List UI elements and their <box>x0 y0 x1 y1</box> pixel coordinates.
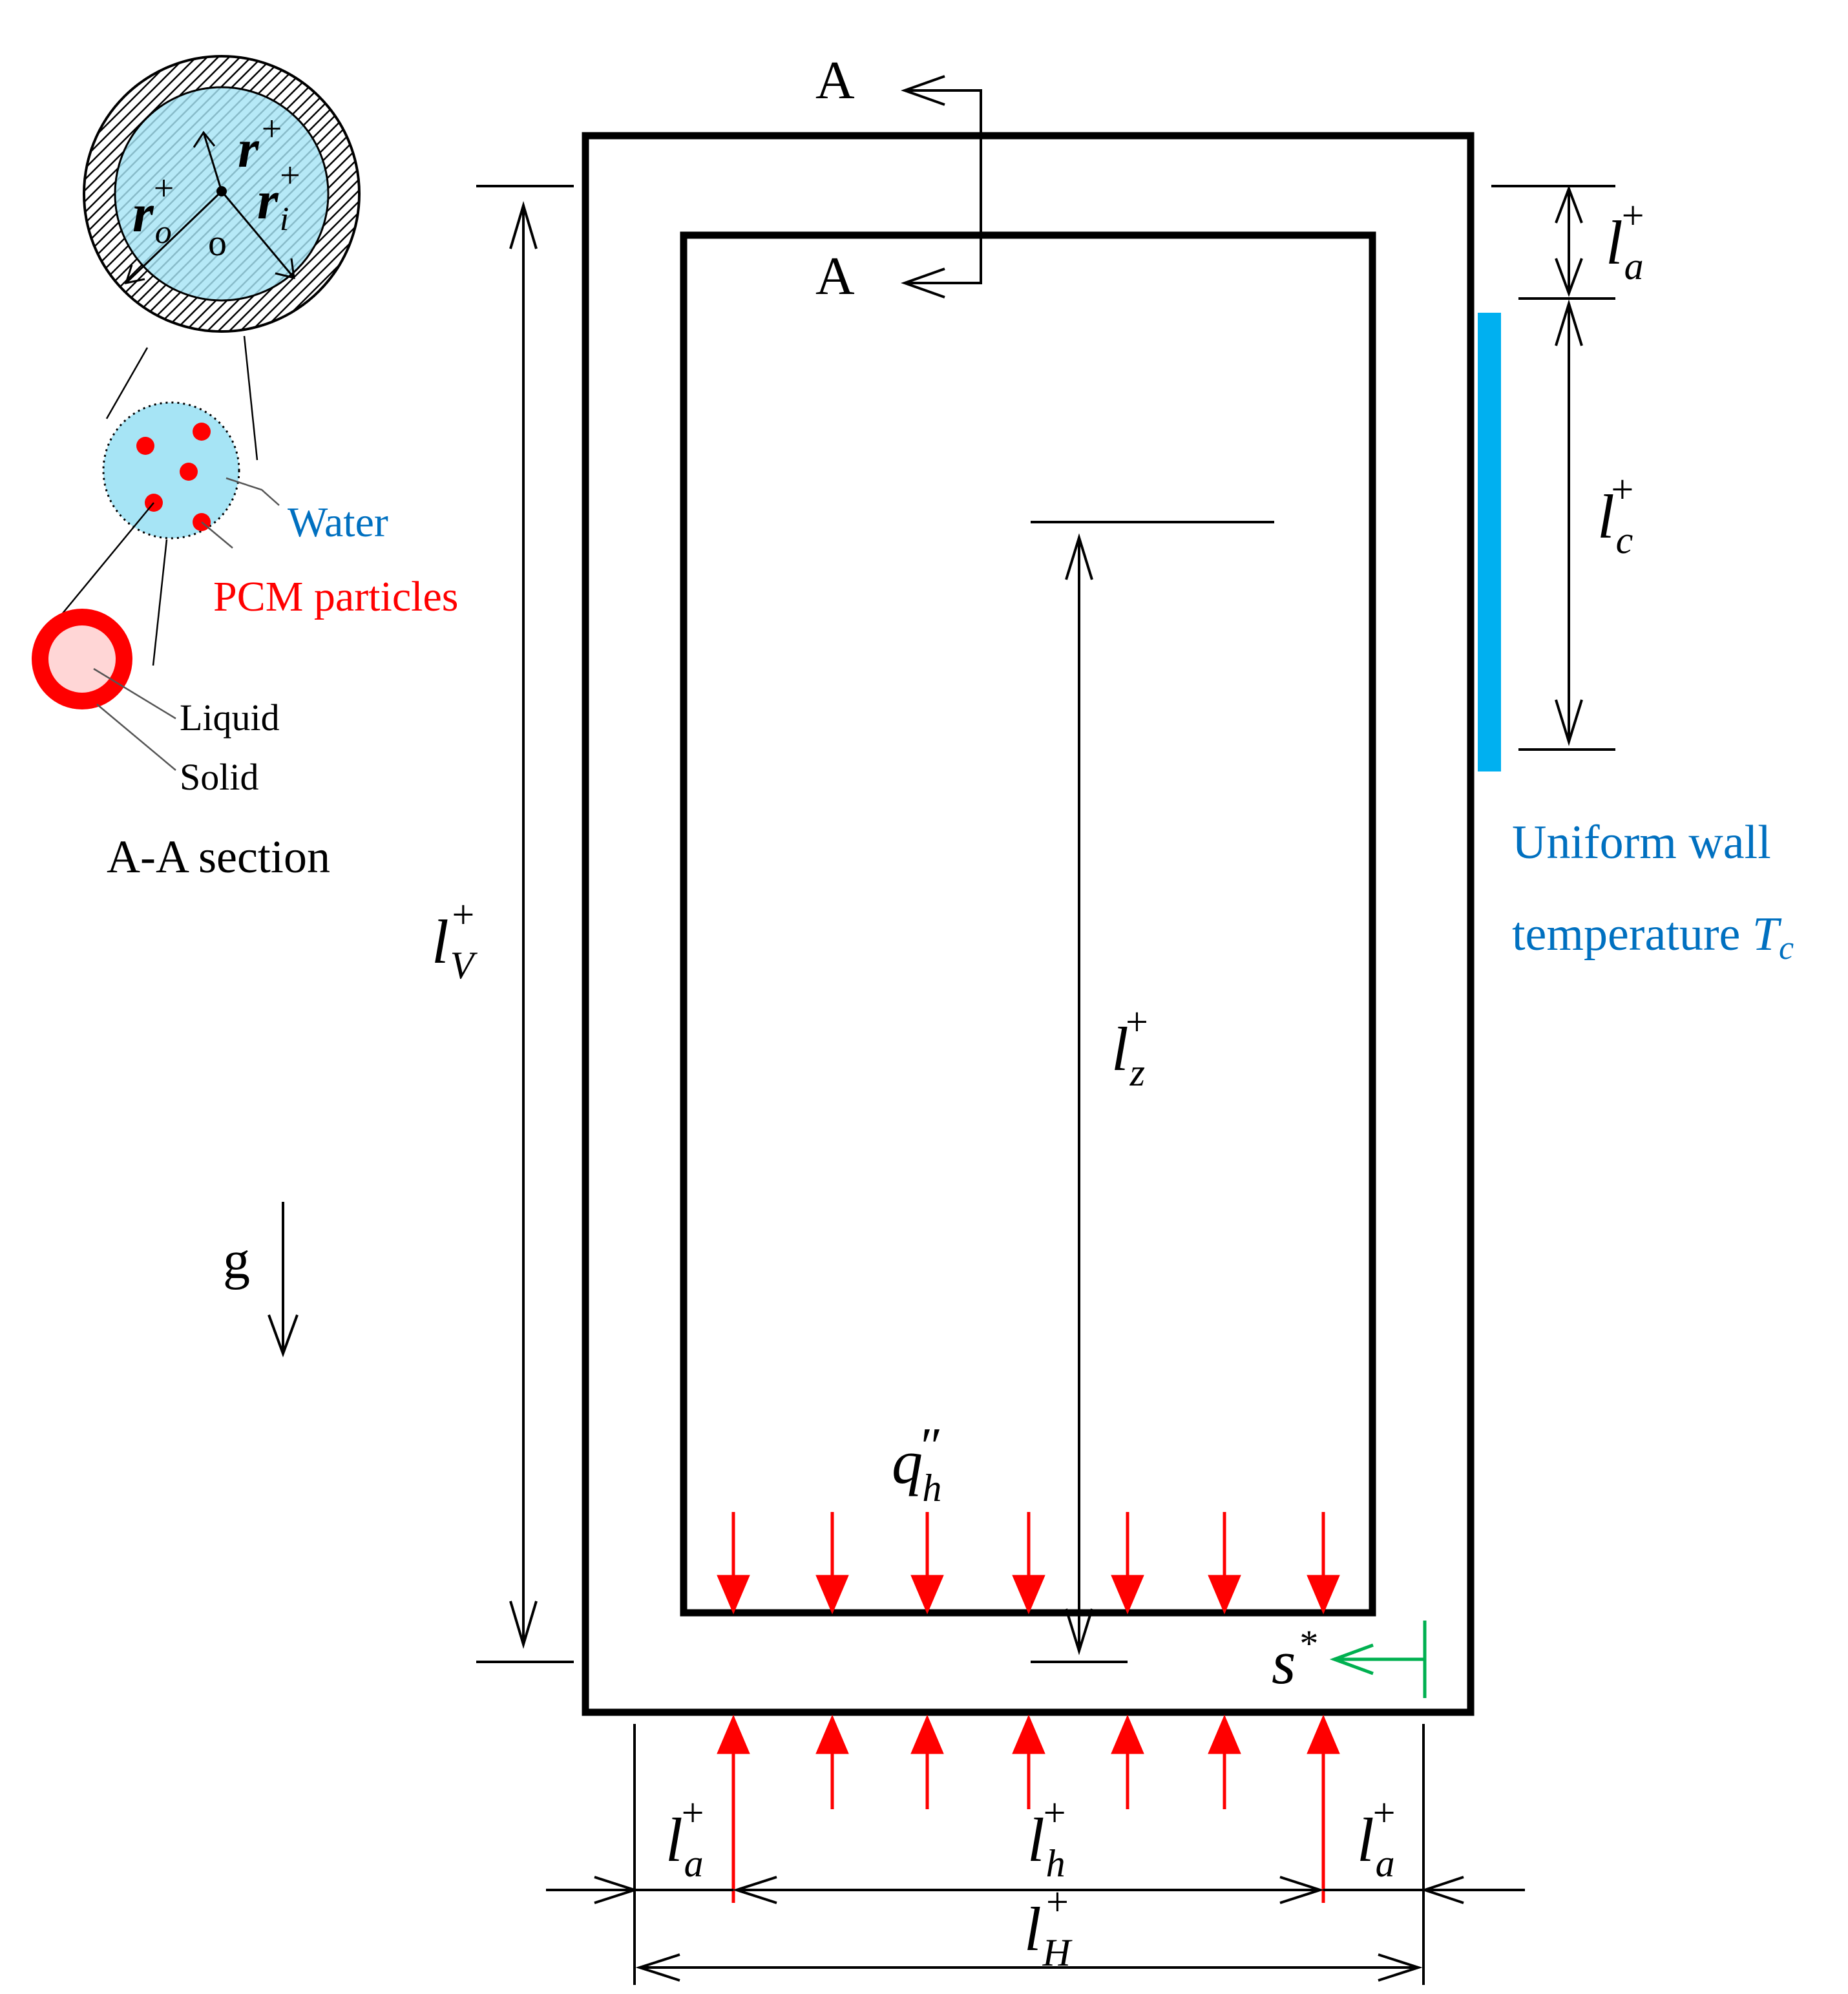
center-o-label: o <box>208 222 227 264</box>
lz-dimension <box>1031 521 1274 1663</box>
radius-r-arrow <box>193 131 223 192</box>
pcm-particle-dot <box>180 463 198 481</box>
lz-label: lz+ <box>1111 1000 1148 1094</box>
pcm-liquid-core <box>48 625 116 693</box>
water-magnified-circle <box>102 401 240 540</box>
bottom-dimension-lines <box>546 1724 1525 1985</box>
r-i-plus-label: ri+ <box>257 156 300 238</box>
heat-flux-arrows-inner <box>717 1512 1340 1615</box>
lv-dimension <box>476 185 574 1663</box>
s-coordinate-arrow-icon <box>1329 1621 1427 1698</box>
lv-label: lV+ <box>432 893 478 987</box>
heat-flux-label: q″h <box>892 1418 941 1509</box>
gravity-arrow-icon <box>268 1202 299 1358</box>
section-cut-line <box>901 75 982 299</box>
pcm-leader <box>201 521 233 549</box>
gravity-indicator: g <box>223 1202 299 1358</box>
la-bottom-left-label: la+ <box>666 1791 704 1885</box>
pcm-particle-dot <box>136 437 154 455</box>
section-marker-a-top: A <box>815 50 855 110</box>
lc-dimension <box>1518 299 1615 751</box>
particle-legend: Water PCM particles Liquid Solid <box>32 335 458 798</box>
loop-outer-wall <box>582 132 1475 1716</box>
zoom-line-particle-left <box>56 502 154 621</box>
gravity-label: g <box>223 1230 250 1290</box>
section-view: o r+ ro+ ri+ A A A-A section <box>83 50 982 883</box>
lH-label: lH+ <box>1024 1880 1073 1974</box>
r-plus-label: r+ <box>238 109 282 179</box>
water-leader <box>226 477 280 506</box>
lc-label: lc+ <box>1597 468 1633 561</box>
loop-body <box>582 132 1501 1716</box>
pcm-particle-dot <box>193 423 211 441</box>
cold-wall-label-line1: Uniform wall <box>1512 816 1771 869</box>
lh-label: lh+ <box>1027 1791 1066 1885</box>
liquid-leader <box>93 667 176 720</box>
solid-label: Solid <box>180 756 259 798</box>
s-coordinate-label: s* <box>1272 1622 1318 1697</box>
radius-ri-arrow <box>220 191 295 279</box>
liquid-label: Liquid <box>180 697 280 739</box>
la-bottom-right-label: la+ <box>1357 1791 1396 1885</box>
r-o-plus-label: ro+ <box>132 169 174 251</box>
zoom-line-left <box>105 347 149 419</box>
zoom-line-particle-right <box>152 539 168 666</box>
loop-inner-wall <box>680 231 1376 1617</box>
section-caption: A-A section <box>107 831 330 883</box>
la-top-label: la+ <box>1606 194 1644 288</box>
zoom-line-right <box>243 335 258 461</box>
section-marker-a-bottom: A <box>815 246 855 306</box>
la-top-dimension <box>1491 185 1615 300</box>
pcm-particles-label: PCM particles <box>213 573 458 620</box>
solid-leader <box>96 704 176 771</box>
radius-ro-arrow <box>124 190 223 284</box>
cooler-section <box>1478 313 1501 771</box>
cold-wall-label-line2: temperature Tc <box>1512 908 1794 967</box>
heat-flux-arrows-outer <box>717 1714 1340 1903</box>
water-label: Water <box>288 499 388 546</box>
